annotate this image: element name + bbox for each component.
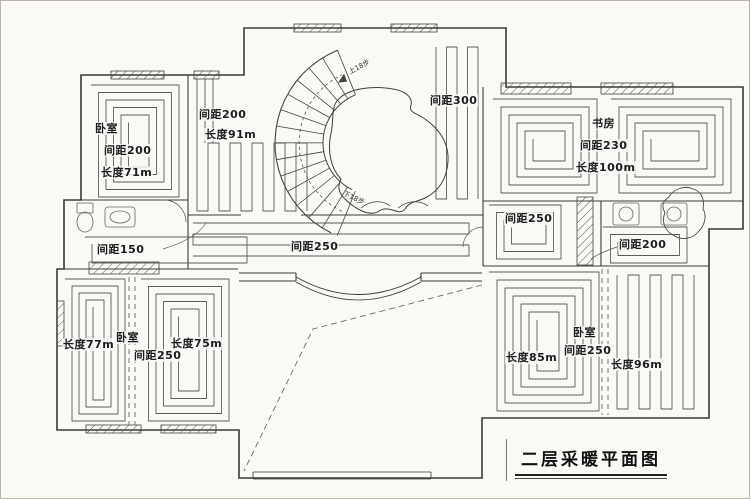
planter-blob: [662, 186, 706, 239]
title-underline-thin: [515, 478, 667, 479]
heating-pipe-run: [489, 204, 562, 260]
stair-line: [336, 190, 356, 236]
heating-pipe-run: [141, 278, 230, 422]
drawing-title: 二层采暖平面图: [521, 450, 661, 470]
heating-pipe-run: [489, 271, 600, 412]
title-underline-thick: [515, 474, 667, 476]
stair-direction-arrow: [338, 73, 348, 83]
heating-pipe-run: [611, 98, 732, 194]
heating-pipe-run: [196, 79, 214, 143]
stair-line: [322, 94, 356, 191]
staircase: [274, 49, 356, 236]
stair-line: [296, 175, 335, 206]
stair-line: [280, 159, 327, 177]
heating-pipe-run: [435, 46, 479, 200]
heating-pipes: [65, 46, 732, 422]
stair-line: [337, 50, 356, 95]
heating-pipe-run: [493, 98, 598, 194]
heating-pipe-run: [192, 222, 470, 257]
door-arcs: [162, 199, 618, 260]
heating-pipe-run: [616, 274, 695, 410]
exterior-walls: [56, 27, 744, 479]
heating-pipe-run: [603, 226, 688, 264]
stair-line: [287, 93, 330, 118]
bathroom-fixtures: [76, 202, 688, 233]
drawing-title-block: 二层采暖平面图: [515, 445, 667, 479]
title-tick-line: [506, 439, 507, 481]
heating-pipe-run: [65, 278, 126, 422]
stair-line: [296, 79, 335, 111]
stair-line: [298, 74, 342, 212]
stair-line: [287, 167, 330, 192]
hatched-wall-segments: [56, 23, 674, 434]
stair-void-outline: [328, 87, 449, 214]
heating-pipe-run: [91, 84, 180, 198]
stair-line: [308, 67, 341, 105]
heating-pipe-run: [196, 142, 308, 212]
interior-walls: [57, 75, 743, 480]
stair-line: [274, 49, 338, 234]
heating-pipe-run: [85, 236, 248, 264]
